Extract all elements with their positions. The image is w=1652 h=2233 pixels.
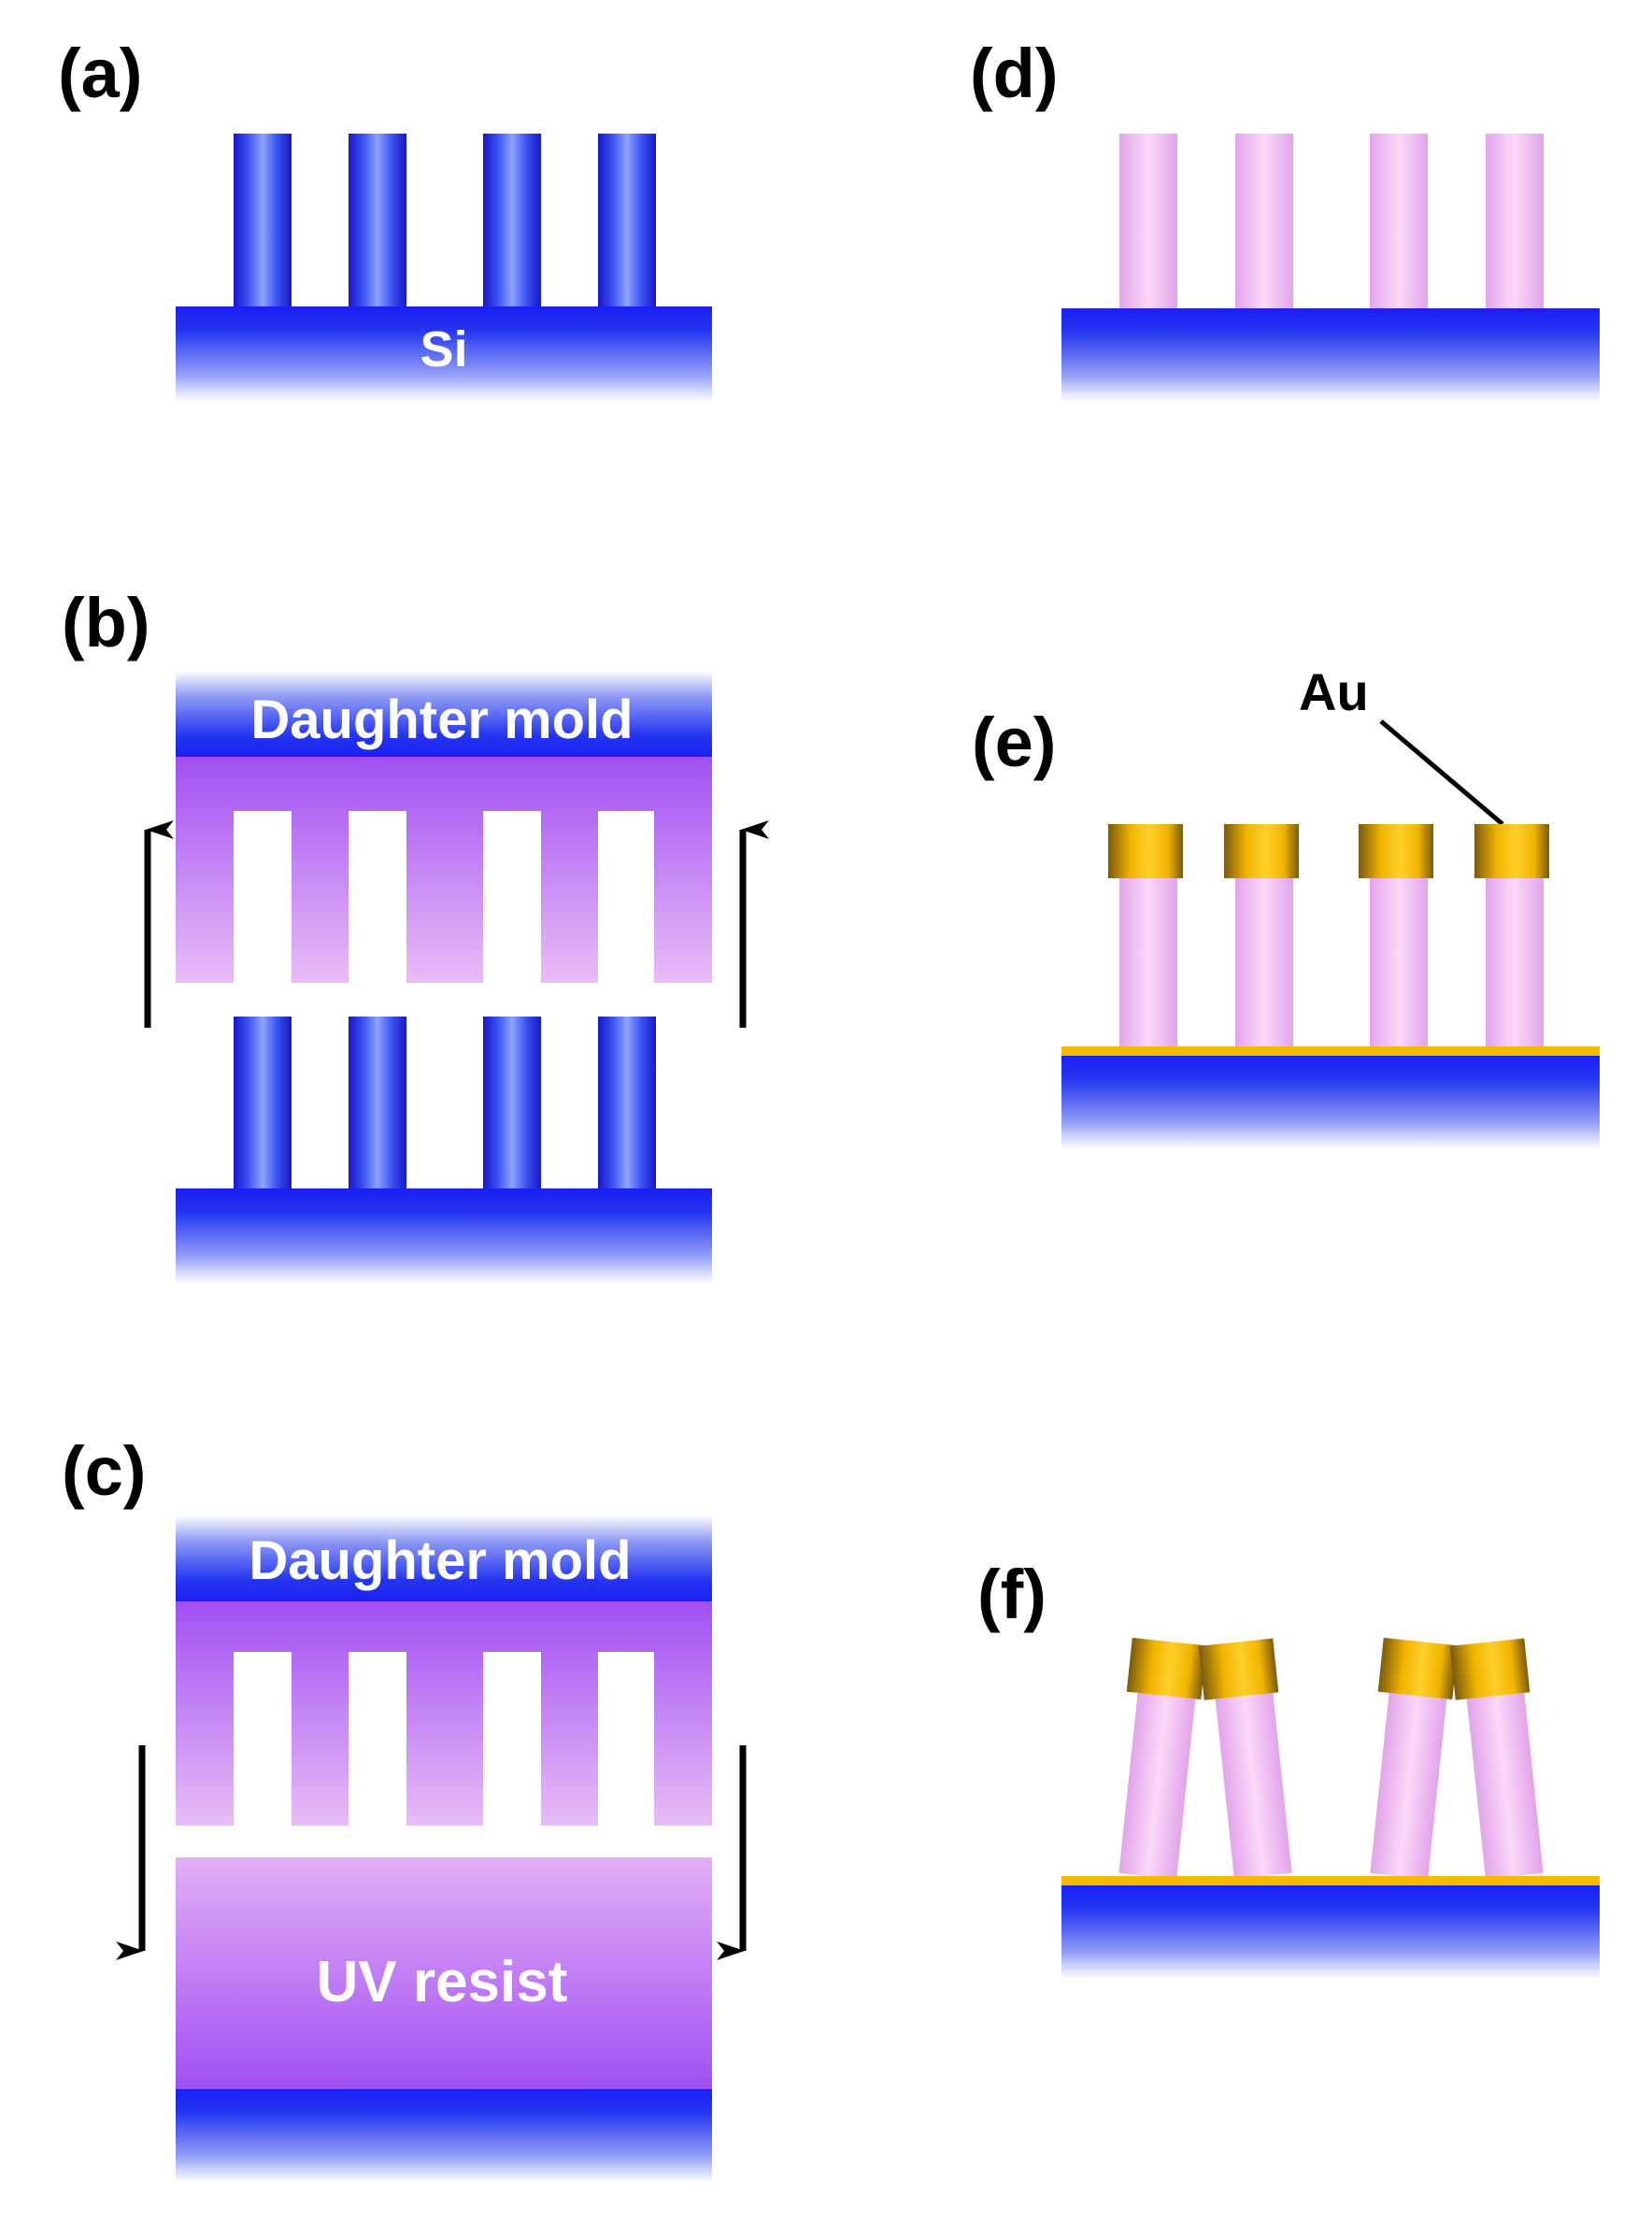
si-pillar	[598, 134, 656, 311]
gold-cap	[1108, 824, 1183, 878]
panel-d-label: (d)	[970, 35, 1059, 112]
panel-a-label: (a)	[58, 35, 142, 112]
polymer-pillar	[1486, 878, 1544, 1056]
daughter-mold-body	[176, 1601, 712, 1826]
uv-resist-label: UV resist	[317, 1950, 568, 2014]
panel-f: (f)	[977, 1556, 1600, 1979]
polymer-pillar	[1235, 134, 1293, 311]
gold-film	[1061, 1046, 1600, 1056]
panel-f-label: (f)	[977, 1556, 1047, 1633]
panel-e-label: (e)	[972, 704, 1056, 781]
gold-cap	[1359, 824, 1433, 878]
leaning-pillar	[1198, 1638, 1292, 1880]
si-substrate	[176, 1188, 712, 1284]
panel-a: (a) Si	[58, 35, 712, 402]
panel-c-label: (c)	[62, 1432, 146, 1510]
si-pillar	[483, 1017, 541, 1194]
daughter-mold-body	[176, 757, 712, 983]
polymer-pillar	[1486, 134, 1544, 311]
si-substrate-label: Si	[420, 321, 467, 377]
polymer-pillar	[1119, 134, 1177, 311]
si-pillar	[234, 1017, 292, 1194]
panel-e: (e) Au	[972, 662, 1600, 1149]
daughter-mold-backing	[176, 671, 712, 757]
polymer-pillar	[1370, 878, 1428, 1056]
si-substrate	[176, 306, 712, 402]
si-pillar	[349, 134, 406, 311]
au-pointer-line	[1379, 719, 1504, 826]
polymer-pillar	[1235, 878, 1293, 1056]
gold-cap	[1474, 824, 1549, 878]
si-pillar	[598, 1017, 656, 1194]
panel-b: (b) Daughter mold	[62, 584, 769, 1284]
daughter-mold-label: Daughter mold	[249, 1530, 631, 1591]
si-pillar	[483, 134, 541, 311]
gold-film	[1061, 1876, 1600, 1885]
si-pillar	[234, 134, 292, 311]
polymer-pillar	[1370, 134, 1428, 311]
substrate	[1061, 1056, 1600, 1149]
panel-c: (c) Daughter mold UV resist	[62, 1432, 747, 2183]
leaning-pillar	[1370, 1637, 1459, 1880]
panel-d: (d)	[970, 35, 1600, 402]
daughter-mold-backing	[176, 1515, 712, 1601]
substrate	[1061, 1885, 1600, 1979]
leaning-pillar	[1118, 1637, 1207, 1880]
uv-resist-layer	[176, 1857, 712, 2089]
substrate	[176, 2089, 712, 2183]
daughter-mold-label: Daughter mold	[250, 690, 633, 750]
au-label: Au	[1299, 662, 1369, 721]
polymer-pillar	[1119, 878, 1177, 1056]
substrate	[1061, 308, 1600, 402]
panel-b-label: (b)	[62, 584, 150, 661]
leaning-pillar	[1449, 1638, 1544, 1880]
si-pillar	[349, 1017, 406, 1194]
gold-cap	[1224, 824, 1299, 878]
